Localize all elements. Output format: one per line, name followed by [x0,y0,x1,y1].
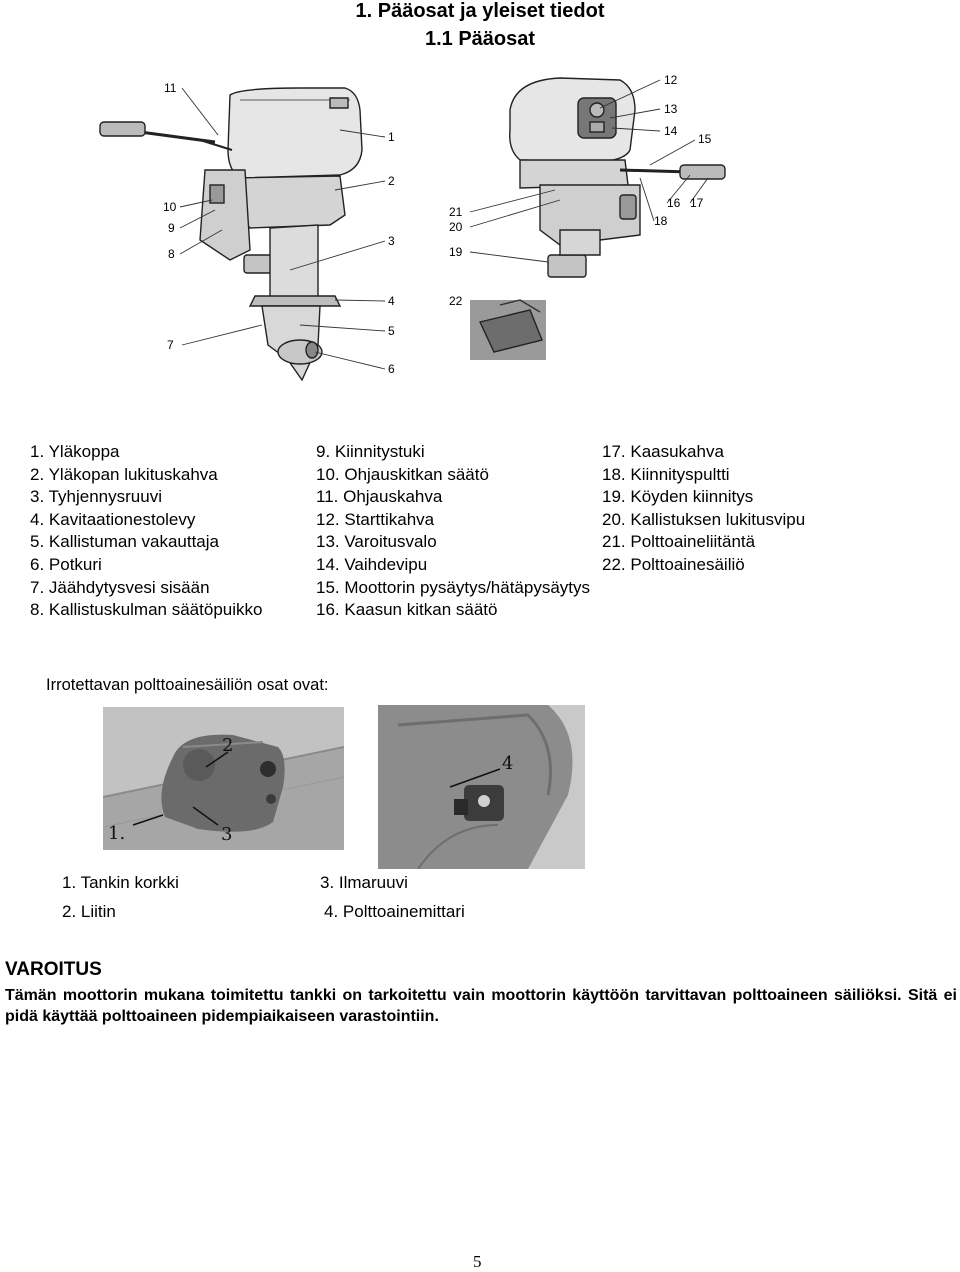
callout-9: 9 [168,221,175,235]
callout-14: 14 [664,124,678,138]
tank-section-heading: Irrotettavan polttoainesäiliön osat ovat… [46,676,329,694]
callout-8: 8 [168,247,175,261]
callout-4: 4 [388,294,395,308]
tank-item-2: 2. Liitin [62,902,116,921]
part-9: 9. Kiinnitystuki [316,442,425,461]
right-tiller-grip [679,164,726,180]
parts-list-col3: 17. Kaasukahva 18. Kiinnityspultti 19. K… [602,441,805,577]
photo1-label-3: 3 [221,824,233,845]
part-15: 15. Moottorin pysäytys/hätäpysäytys [316,577,591,597]
parts-list-col2: 9. Kiinnitystuki 10. Ohjauskitkan säätö … [316,441,590,622]
tank-item-4: 4. Polttoainemittari [324,902,465,921]
callout-17: 17 [690,196,704,210]
callout-22: 22 [449,294,463,308]
callout-15: 15 [698,132,712,146]
left-engine-lower-cowl [231,175,346,229]
part-18: 18. Kiinnityspultti [602,464,730,484]
callout-20: 20 [449,220,463,234]
left-tiller-grip [99,121,146,137]
part-22: 22. Polttoainesäiliö [602,554,745,574]
part-7: 7. Jäähdytysvesi sisään [30,577,210,597]
part-21: 21. Polttoaineliitäntä [602,532,756,552]
photo1-label-2: 2 [222,735,234,756]
page-title: 1. Pääosat ja yleiset tiedot [355,0,605,22]
page-number: 5 [473,1252,482,1271]
callout-6: 6 [388,362,395,376]
part-10: 10. Ohjauskitkan säätö [316,464,489,484]
callout-10: 10 [163,200,177,214]
tank-item-1: 1. Tankin korkki [62,873,179,892]
part-16: 16. Kaasun kitkan säätö [316,600,498,620]
tank-item-3: 3. Ilmaruuvi [320,873,408,892]
callout-19: 19 [449,245,463,259]
warning-text: Tämän moottorin mukana toimitettu tankki… [5,987,957,1025]
part-19: 19. Köyden kiinnitys [602,487,754,507]
left-clamp-bracket [199,169,251,261]
part-4: 4. Kavitaationestolevy [30,509,196,529]
photo2-label-4: 4 [502,753,514,774]
photo1-label-1: 1. [108,823,126,844]
tank-connector [260,761,276,777]
right-control-panel [577,97,617,139]
callout-1: 1 [388,130,395,144]
left-engine-shaft [269,224,319,301]
fuel-tank-photo: 1. 2 3 [103,707,344,850]
tank-cap [183,749,215,781]
part-2: 2. Yläkopan lukituskahva [30,464,218,484]
tank-vent-screw [266,794,276,804]
part-14: 14. Vaihdevipu [316,554,428,574]
callout-7: 7 [167,338,174,352]
part-3: 3. Tyhjennysruuvi [30,487,162,507]
part-6: 6. Potkuri [30,554,102,574]
part-11: 11. Ohjauskahva [316,487,443,507]
outboard-engine-diagram [99,77,726,382]
callout-13: 13 [664,102,678,116]
parts-list-col1: 1. Yläkoppa 2. Yläkopan lukituskahva 3. … [30,441,262,622]
callout-21: 21 [449,205,463,219]
part-12: 12. Starttikahva [316,509,435,529]
part-13: 13. Varoitusvalo [316,532,437,552]
callout-18: 18 [654,214,668,228]
part-17: 17. Kaasukahva [602,442,724,461]
fuel-gauge-photo: 4 [378,705,585,869]
callout-2: 2 [388,174,395,188]
callout-5: 5 [388,324,395,338]
part-1: 1. Yläkoppa [30,442,120,461]
warning-title: VAROITUS [5,959,102,980]
part-8: 8. Kallistuskulman säätöpuikko [30,600,263,620]
callout-11: 11 [164,81,177,95]
callout-16: 16 [667,196,681,210]
callout-12: 12 [664,73,678,87]
part-5: 5. Kallistuman vakauttaja [30,532,219,552]
callout-3: 3 [388,234,395,248]
part-20: 20. Kallistuksen lukitusvipu [602,509,806,529]
section-title: 1.1 Pääosat [424,28,536,50]
